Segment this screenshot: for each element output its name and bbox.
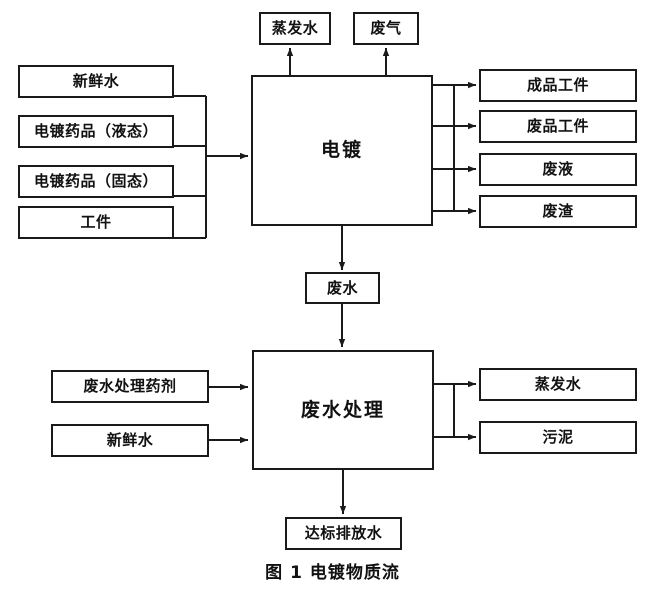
node-compliant-discharge-water-label: 达标排放水 <box>304 524 383 542</box>
node-process-plating[interactable]: 电镀 <box>251 75 433 226</box>
figure-caption: 图 1 电镀物质流 <box>265 563 400 583</box>
node-evaporated-water-2[interactable]: 蒸发水 <box>479 368 637 401</box>
node-process-wastewater-treatment-label: 废水处理 <box>300 398 385 421</box>
node-plating-chemical-solid-label: 电镀药品（固态） <box>33 172 158 190</box>
node-plating-chemical-solid[interactable]: 电镀药品（固态） <box>18 165 174 198</box>
node-waste-residue[interactable]: 废渣 <box>479 195 637 228</box>
node-waste-residue-label: 废渣 <box>542 202 574 220</box>
node-wastewater-treatment-agent-label: 废水处理药剂 <box>83 377 177 395</box>
node-fresh-water-2-label: 新鲜水 <box>106 431 154 449</box>
node-plating-chemical-liquid-label: 电镀药品（液态） <box>33 122 158 140</box>
node-evaporated-water-label: 蒸发水 <box>271 19 319 37</box>
node-scrap-workpiece[interactable]: 废品工件 <box>479 110 637 143</box>
node-finished-workpiece-label: 成品工件 <box>526 76 589 94</box>
node-workpiece[interactable]: 工件 <box>18 206 174 239</box>
node-process-plating-label: 电镀 <box>320 139 363 161</box>
node-wastewater-label: 废水 <box>326 278 358 297</box>
node-sludge[interactable]: 污泥 <box>479 421 637 454</box>
node-wastewater[interactable]: 废水 <box>305 272 380 304</box>
node-fresh-water-2[interactable]: 新鲜水 <box>51 424 209 457</box>
node-finished-workpiece[interactable]: 成品工件 <box>479 69 637 102</box>
node-workpiece-label: 工件 <box>80 213 112 231</box>
node-fresh-water[interactable]: 新鲜水 <box>18 65 174 98</box>
node-fresh-water-label: 新鲜水 <box>72 72 120 90</box>
node-sludge-label: 污泥 <box>542 428 574 446</box>
node-evaporated-water[interactable]: 蒸发水 <box>259 12 331 45</box>
node-scrap-workpiece-label: 废品工件 <box>526 117 589 135</box>
node-waste-gas-label: 废气 <box>370 19 402 37</box>
node-waste-liquid-label: 废液 <box>542 160 574 178</box>
node-waste-gas[interactable]: 废气 <box>353 12 419 45</box>
node-wastewater-treatment-agent[interactable]: 废水处理药剂 <box>51 370 209 403</box>
node-waste-liquid[interactable]: 废液 <box>479 153 637 186</box>
node-evaporated-water-2-label: 蒸发水 <box>534 375 582 393</box>
node-process-wastewater-treatment[interactable]: 废水处理 <box>252 350 434 470</box>
node-plating-chemical-liquid[interactable]: 电镀药品（液态） <box>18 115 174 148</box>
node-compliant-discharge-water[interactable]: 达标排放水 <box>285 517 402 550</box>
